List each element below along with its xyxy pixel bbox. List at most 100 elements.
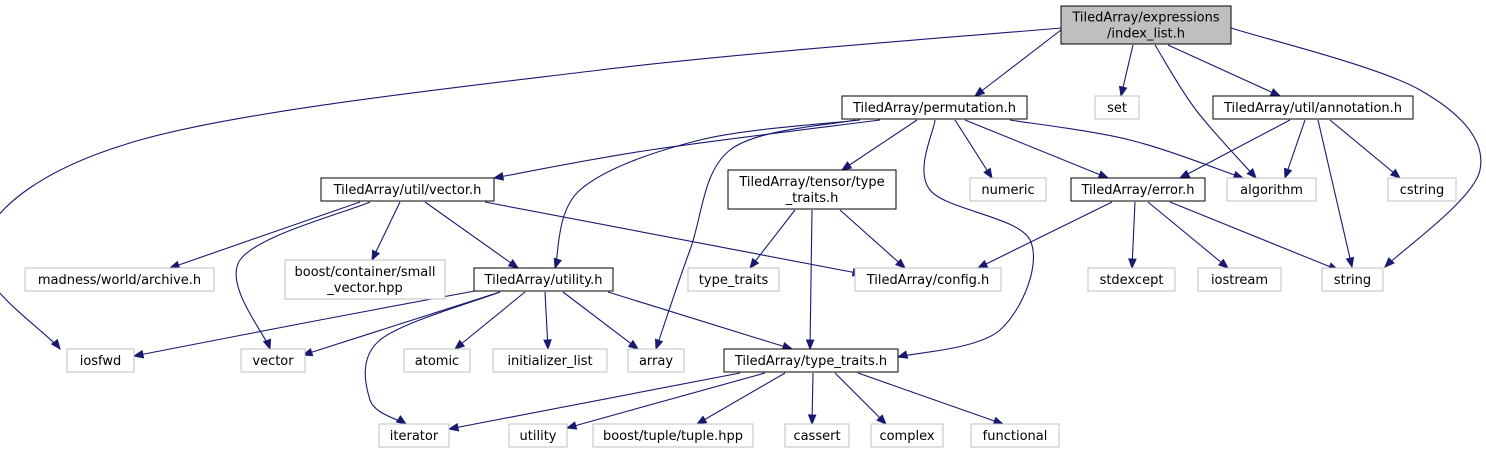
node-box bbox=[403, 348, 471, 373]
edge-arrowhead bbox=[840, 161, 853, 171]
edge-arrowhead bbox=[1097, 170, 1110, 179]
edge-permutation-to-tensor_type_traits bbox=[840, 119, 918, 171]
edge-utility_h-to-iosfwd bbox=[132, 289, 481, 359]
node-label: boost/tuple/tuple.hpp bbox=[603, 429, 743, 444]
node-set: set bbox=[1094, 95, 1140, 120]
node-numeric: numeric bbox=[969, 177, 1047, 202]
edge-line bbox=[0, 27, 1062, 350]
edge-arrowhead bbox=[395, 415, 408, 425]
node-algorithm: algorithm bbox=[1226, 177, 1317, 202]
node-cstring: cstring bbox=[1387, 177, 1457, 202]
node-error[interactable]: TiledArray/error.h bbox=[1070, 177, 1206, 202]
node-iterator: iterator bbox=[378, 423, 450, 448]
node-label: boost/container/small bbox=[294, 265, 435, 280]
edge-arrowhead bbox=[992, 416, 1005, 425]
node-label: TiledArray/type_traits.h bbox=[734, 354, 887, 369]
node-label: TiledArray/util/vector.h bbox=[333, 183, 482, 198]
node-box bbox=[627, 348, 685, 373]
node-box bbox=[970, 423, 1060, 448]
edge-arrowhead bbox=[807, 414, 817, 426]
node-label: array bbox=[639, 354, 673, 369]
edge-permutation-to-utility_h bbox=[553, 119, 861, 270]
edge-utility_h-to-array bbox=[562, 291, 640, 350]
edge-line bbox=[493, 119, 881, 179]
edge-arrowhead bbox=[805, 339, 815, 351]
edge-line bbox=[1317, 119, 1353, 268]
node-label: complex bbox=[879, 429, 934, 444]
node-vector-h[interactable]: TiledArray/util/vector.h bbox=[320, 177, 495, 202]
node-label: initializer_list bbox=[507, 354, 592, 369]
node-permutation[interactable]: TiledArray/permutation.h bbox=[841, 95, 1028, 120]
edge-line bbox=[133, 289, 481, 357]
edge-vector_h-to-small_vector bbox=[371, 201, 401, 262]
node-box bbox=[24, 267, 215, 292]
node-tensor-type-traits[interactable]: TiledArray/tensor/type_traits.h bbox=[727, 169, 897, 210]
edge-line bbox=[235, 201, 371, 350]
edge-ta_type_traits-to-iterator bbox=[447, 372, 741, 432]
edge-root-to-permutation bbox=[973, 29, 1062, 97]
edge-line bbox=[554, 119, 861, 269]
edge-arrowhead bbox=[1118, 85, 1128, 98]
edge-arrowhead bbox=[983, 167, 993, 180]
node-box bbox=[854, 267, 1002, 292]
edge-line bbox=[977, 201, 1113, 269]
edge-line bbox=[841, 119, 918, 171]
node-functional: functional bbox=[970, 423, 1060, 448]
edge-annotation-to-cstring bbox=[1329, 119, 1402, 179]
node-annotation[interactable]: TiledArray/util/annotation.h bbox=[1212, 95, 1414, 120]
edge-line bbox=[566, 372, 766, 429]
edge-line bbox=[169, 201, 361, 269]
node-label: numeric bbox=[981, 183, 1034, 198]
edge-line bbox=[1284, 119, 1306, 179]
node-label: iostream bbox=[1211, 273, 1268, 288]
node-box bbox=[1087, 267, 1176, 292]
edge-tensor_type_traits-to-ta_type_traits bbox=[805, 209, 815, 351]
edge-line bbox=[1169, 201, 1339, 271]
node-string: string bbox=[1321, 267, 1384, 292]
node-ta-type-traits[interactable]: TiledArray/type_traits.h bbox=[723, 348, 899, 373]
node-stdexcept: stdexcept bbox=[1087, 267, 1176, 292]
node-initializer-list: initializer_list bbox=[492, 348, 608, 373]
node-vector: vector bbox=[240, 348, 306, 373]
node-complex: complex bbox=[870, 423, 944, 448]
node-root[interactable]: TiledArray/expressions/index_list.h bbox=[1060, 5, 1232, 45]
edge-permutation-to-algorithm bbox=[1009, 119, 1245, 180]
edge-permutation-to-ta_type_traits bbox=[896, 119, 1034, 359]
edge-line bbox=[448, 372, 741, 430]
node-box bbox=[492, 348, 608, 373]
node-box bbox=[1197, 267, 1282, 292]
edge-utility_h-to-ta_type_traits bbox=[607, 291, 794, 351]
edge-arrowhead bbox=[168, 260, 181, 269]
node-label: functional bbox=[983, 429, 1048, 444]
edge-ta_type_traits-to-cassert bbox=[807, 372, 817, 426]
edge-tensor_type_traits-to-type_traits bbox=[749, 209, 796, 270]
edge-tensor_type_traits-to-config bbox=[839, 209, 907, 269]
edge-arrowhead bbox=[1345, 256, 1355, 269]
node-utility: utility bbox=[508, 423, 568, 448]
edge-annotation-to-string bbox=[1317, 119, 1355, 269]
node-box bbox=[592, 423, 754, 448]
edge-arrowhead bbox=[1389, 168, 1402, 179]
node-box bbox=[508, 423, 568, 448]
node-box bbox=[727, 169, 897, 210]
edge-utility_h-to-initializer_list bbox=[543, 291, 552, 351]
edge-permutation-to-array bbox=[654, 119, 856, 351]
edge-line bbox=[1329, 119, 1401, 179]
node-utility-h[interactable]: TiledArray/utility.h bbox=[473, 267, 614, 292]
edge-utility_h-to-vector bbox=[301, 291, 501, 357]
edge-line bbox=[562, 291, 639, 350]
node-box bbox=[378, 423, 450, 448]
edge-line bbox=[1147, 201, 1229, 269]
edge-line bbox=[655, 119, 856, 350]
node-label: /index_list.h bbox=[1107, 27, 1185, 42]
node-box bbox=[1094, 95, 1140, 120]
edge-arrowhead bbox=[654, 338, 664, 351]
edge-arrowhead bbox=[543, 339, 552, 351]
node-box bbox=[66, 348, 135, 373]
node-box bbox=[284, 259, 446, 300]
edge-line bbox=[424, 201, 519, 269]
edge-line bbox=[1179, 119, 1291, 179]
edge-arrowhead bbox=[695, 415, 708, 425]
edge-arrowhead bbox=[132, 349, 145, 359]
node-label: _vector.hpp bbox=[326, 281, 402, 296]
